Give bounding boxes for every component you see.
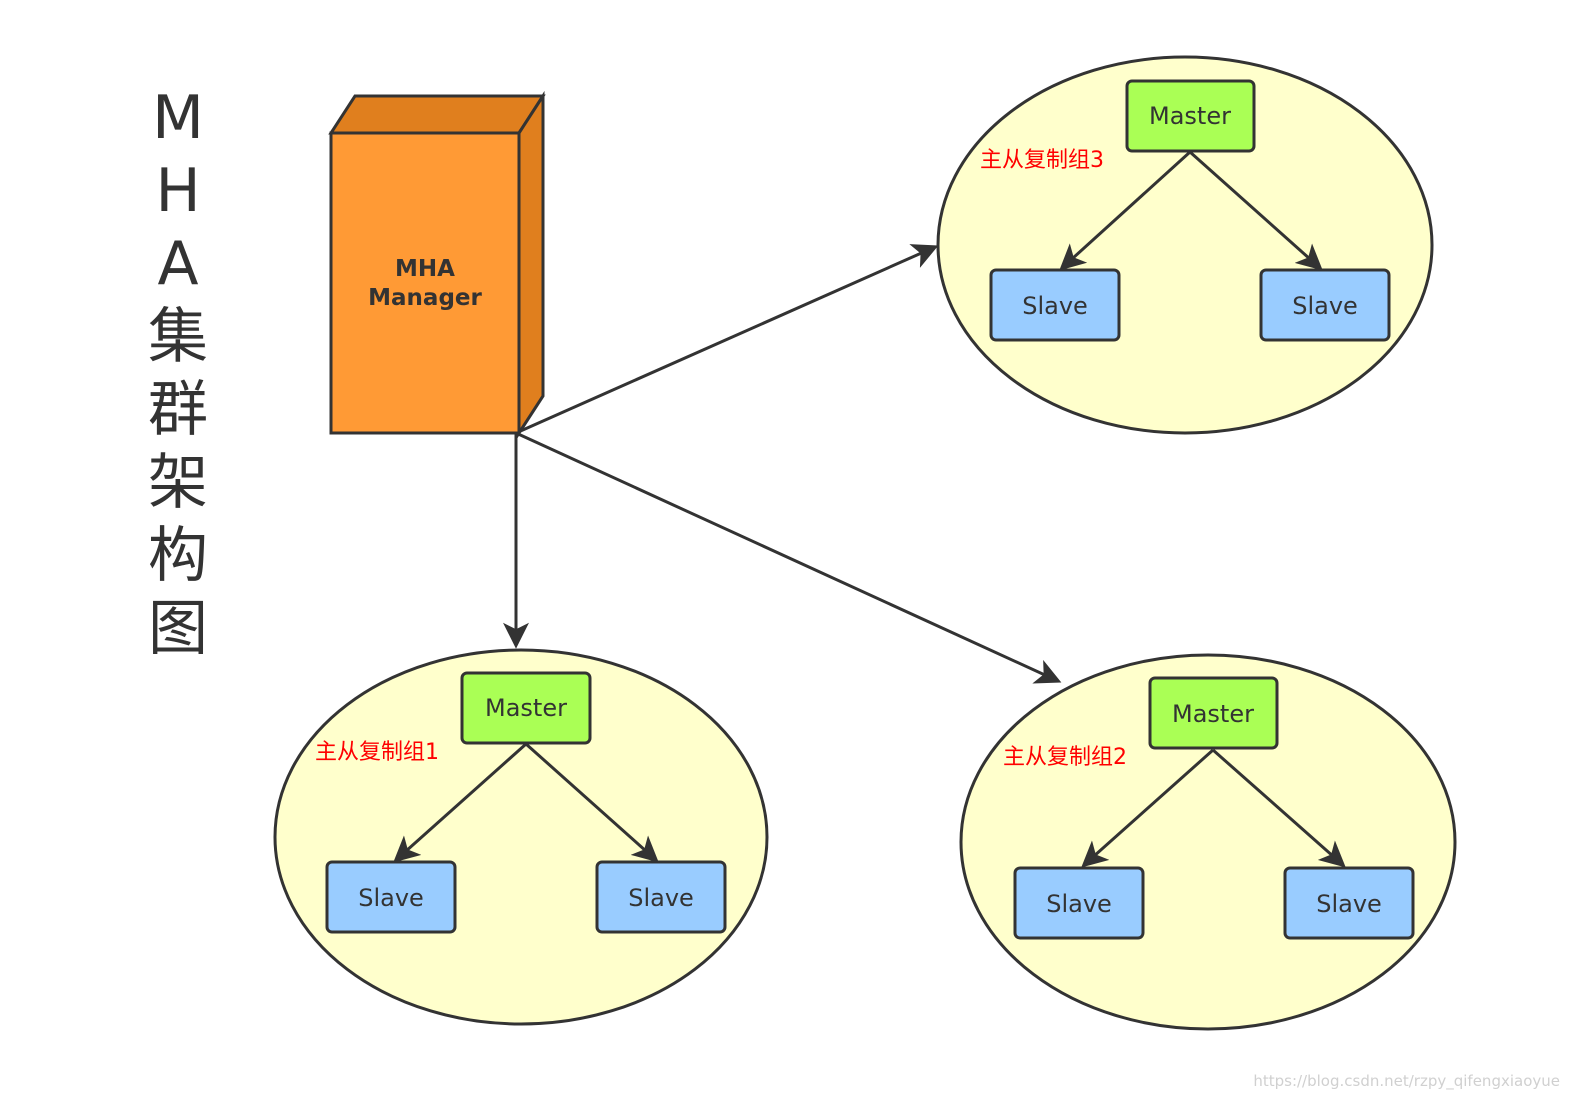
slave-node: Slave xyxy=(1259,268,1391,342)
replication-arrow xyxy=(1059,150,1192,271)
replication-arrow xyxy=(1189,150,1323,271)
replication-group-2: 主从复制组2 Master Slave Slave xyxy=(959,653,1457,1031)
slave-label: Slave xyxy=(1316,890,1382,918)
replication-arrow xyxy=(525,742,659,863)
group-label: 主从复制组3 xyxy=(980,148,1104,173)
mha-manager-node: MHA Manager xyxy=(328,90,546,439)
master-node: Master xyxy=(460,671,592,745)
replication-arrow xyxy=(1081,748,1214,868)
title-char: H xyxy=(155,156,201,226)
group-label: 主从复制组2 xyxy=(1003,745,1127,770)
slave-node: Slave xyxy=(325,860,457,934)
group-label: 主从复制组1 xyxy=(315,740,439,765)
title-char: A xyxy=(157,229,199,299)
slave-label: Slave xyxy=(1046,890,1112,918)
title-char: 图 xyxy=(148,594,208,664)
slave-label: Slave xyxy=(358,884,424,912)
slave-node: Slave xyxy=(1283,866,1415,940)
master-node: Master xyxy=(1125,79,1256,153)
manager-arrow-group-2 xyxy=(515,431,1062,684)
master-label: Master xyxy=(485,694,567,722)
manager-label-line1: MHA xyxy=(395,256,455,282)
replication-arrow xyxy=(1212,748,1346,868)
manager-label-line2: Manager xyxy=(368,285,482,311)
slave-label: Slave xyxy=(1022,292,1088,320)
title-char: M xyxy=(152,83,204,153)
slave-node: Slave xyxy=(595,860,727,934)
slave-label: Slave xyxy=(628,884,694,912)
slave-label: Slave xyxy=(1292,292,1358,320)
title-char: 集 xyxy=(148,302,208,372)
title-char: 构 xyxy=(148,521,208,591)
slave-node: Slave xyxy=(1013,866,1145,940)
replication-group-1: 主从复制组1 Master Slave Slave xyxy=(273,648,769,1026)
watermark: https://blog.csdn.net/rzpy_qifengxiaoyue xyxy=(1253,1072,1560,1090)
title-char: 架 xyxy=(148,448,208,518)
replication-arrow xyxy=(393,742,527,863)
replication-group-3: 主从复制组3 Master Slave Slave xyxy=(936,55,1434,435)
manager-arrow-group-3 xyxy=(515,244,939,435)
master-label: Master xyxy=(1149,102,1231,130)
slave-node: Slave xyxy=(989,268,1121,342)
master-label: Master xyxy=(1172,700,1254,728)
title-char: 群 xyxy=(148,375,208,445)
diagram-title: M H A 集 群 架 构 图 xyxy=(140,82,216,666)
master-node: Master xyxy=(1148,676,1279,750)
